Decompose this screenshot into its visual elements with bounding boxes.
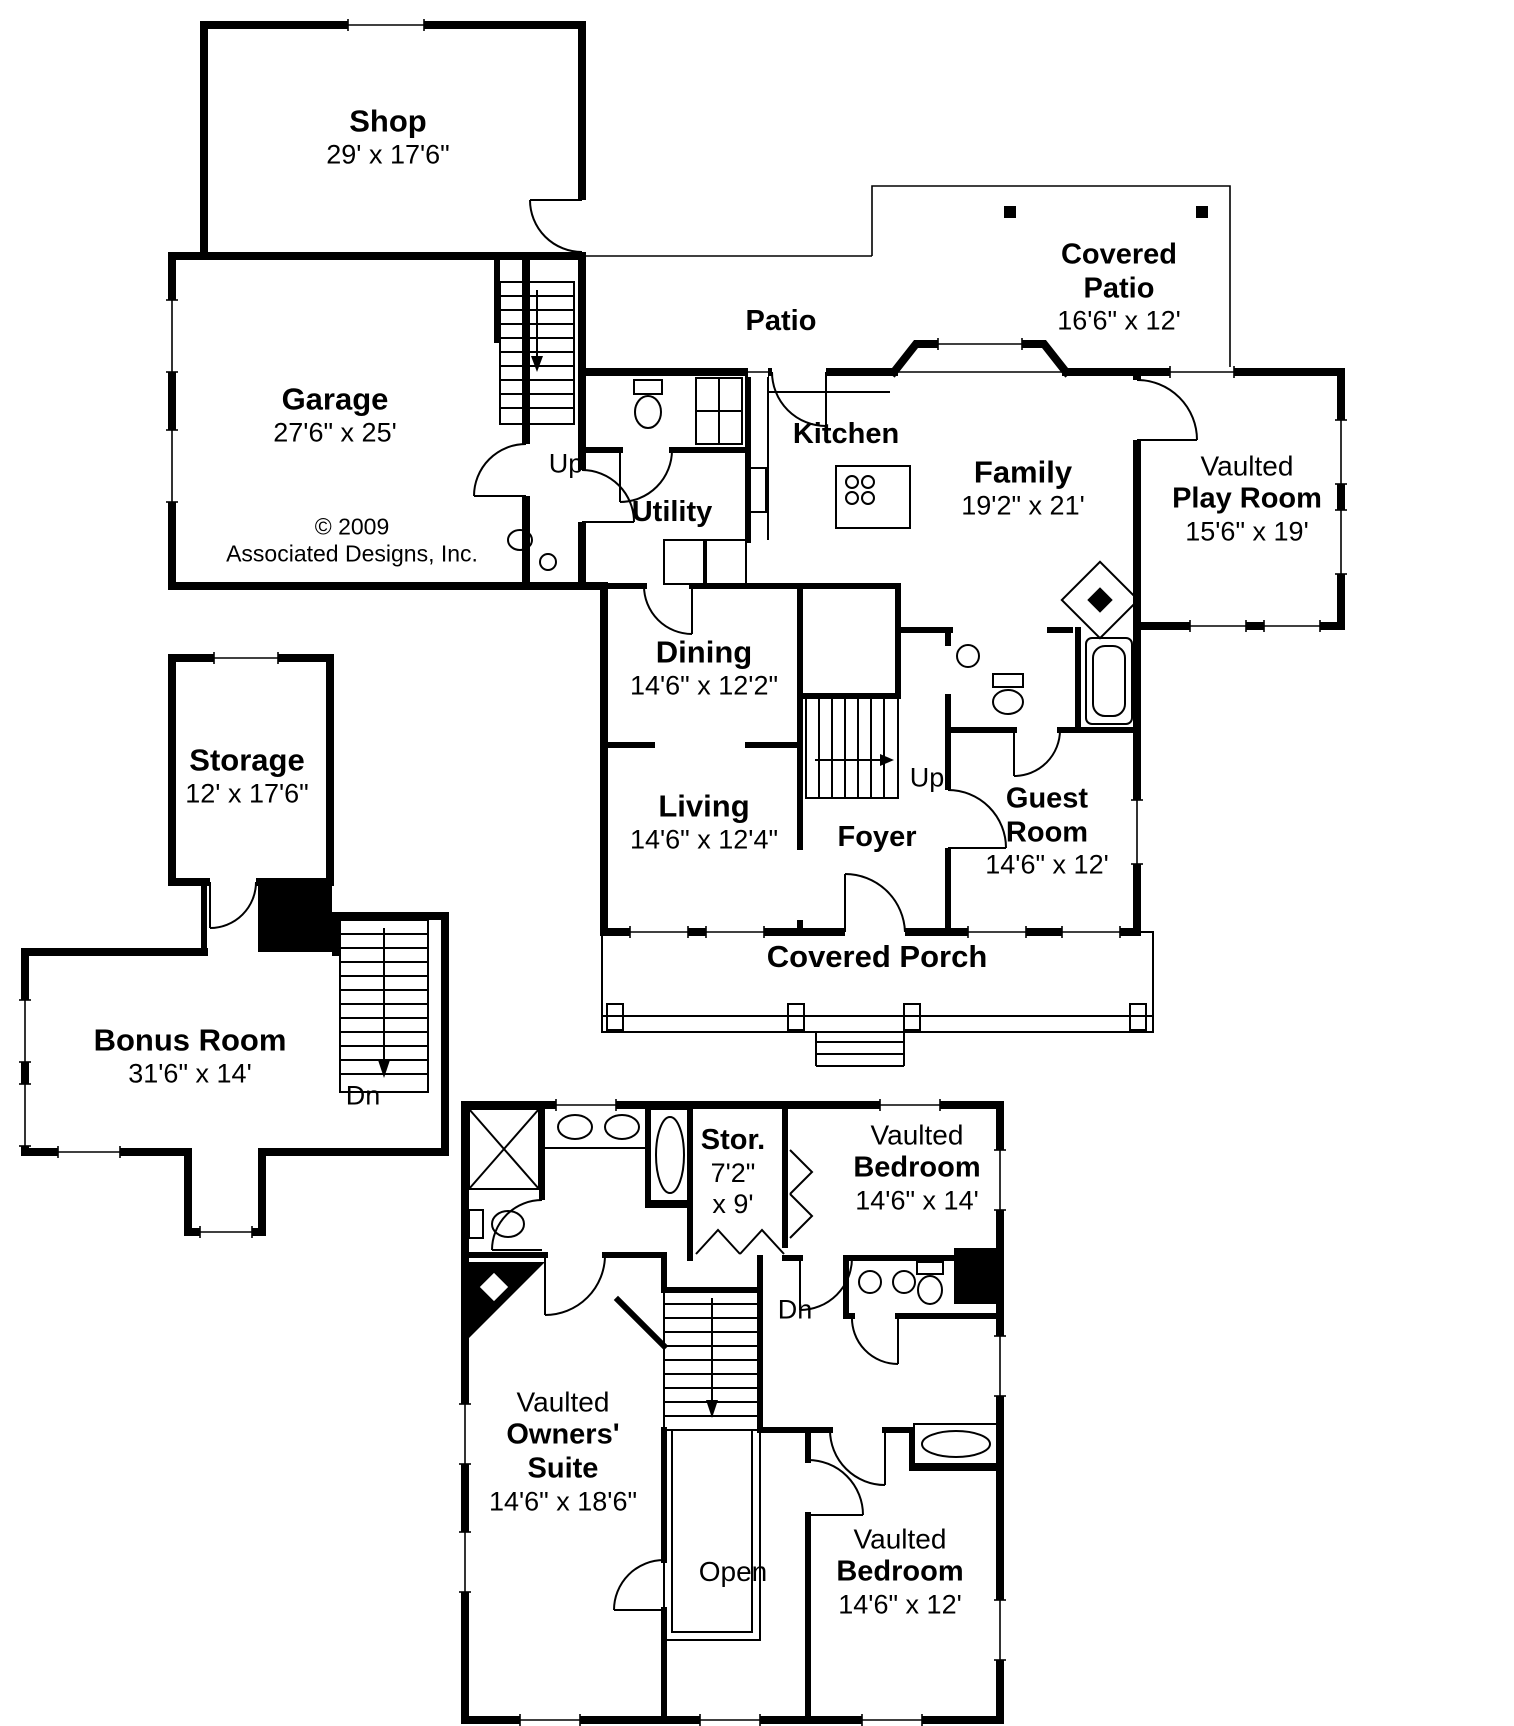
kitchen-island xyxy=(835,465,911,529)
bedroom-lower-label: Vaulted Bedroom 14'6" x 12' xyxy=(836,1523,964,1620)
sink-icon xyxy=(557,1114,593,1140)
sink-icon xyxy=(858,1270,882,1294)
sink-icon xyxy=(604,1114,640,1140)
railing xyxy=(663,1430,761,1641)
sink-icon xyxy=(956,644,980,668)
utility-fixtures xyxy=(507,529,747,585)
windows xyxy=(19,19,1347,1726)
toilet-tank-icon xyxy=(468,1209,484,1239)
fireplace-box xyxy=(479,1272,509,1302)
play-room-label: Vaulted Play Room 15'6" x 19' xyxy=(1172,450,1322,547)
porch-post xyxy=(1129,1003,1147,1031)
patio-post xyxy=(1004,206,1016,218)
toilet-icon xyxy=(491,1210,525,1238)
fireplace-icon xyxy=(1060,560,1140,640)
sink-icon xyxy=(539,553,557,571)
shop-dims: 29' x 17'6" xyxy=(326,139,450,170)
stairs-bonus xyxy=(339,919,429,1093)
guest-room-label: Guest Room 14'6" x 12' xyxy=(985,782,1109,880)
storage-label: Storage 12' x 17'6" xyxy=(185,742,309,809)
toilet-icon xyxy=(917,1275,943,1305)
garage-dims: 27'6" x 25' xyxy=(273,417,397,448)
porch-post xyxy=(903,1003,921,1031)
covered-patio-label: Covered Patio 16'6" x 12' xyxy=(1057,238,1181,336)
suite-angled-wall xyxy=(613,1295,669,1351)
bath-door-gap xyxy=(942,646,954,694)
tub-icon xyxy=(921,1430,991,1458)
covered-patio-outline xyxy=(871,185,1231,372)
up-label-garage: Up xyxy=(548,448,584,479)
foyer-label: Foyer xyxy=(837,821,917,854)
bath1-first-floor xyxy=(579,369,751,453)
utility-label: Utility xyxy=(631,496,713,529)
sink-icon xyxy=(749,467,767,513)
cooktop-icon xyxy=(845,475,859,489)
washer-icon xyxy=(663,539,705,585)
copyright-company: Associated Designs, Inc. xyxy=(226,540,478,566)
stairs-main xyxy=(805,697,899,799)
toilet-tank-icon xyxy=(992,673,1024,688)
patio-post xyxy=(1196,206,1208,218)
dryer-icon xyxy=(705,539,747,585)
stairs-garage xyxy=(494,253,575,425)
house-outline xyxy=(522,368,1345,936)
toilet-icon xyxy=(507,529,533,551)
toilet-tank-icon xyxy=(916,1261,944,1275)
tub-icon xyxy=(1085,637,1133,725)
sink-icon xyxy=(892,1270,916,1294)
chase-black-box xyxy=(954,1248,1000,1304)
toilet-icon xyxy=(992,689,1024,715)
toilet-icon xyxy=(634,395,662,429)
shop-name: Shop xyxy=(349,103,427,139)
chase-black-box xyxy=(258,884,332,952)
garage-label: Garage 27'6" x 25' xyxy=(273,381,396,448)
open-label: Open xyxy=(698,1555,768,1587)
porch-post xyxy=(787,1003,805,1031)
fireplace-icon xyxy=(469,1262,545,1338)
kitchen-fixtures xyxy=(745,372,911,543)
closet-bifold-icon xyxy=(789,1149,814,1239)
guest-bath-fixtures xyxy=(956,627,1133,733)
copyright-year: © 2009 xyxy=(314,513,390,540)
owners-bath-fixtures xyxy=(468,1102,693,1239)
up-label-main: Up xyxy=(909,762,945,793)
railing xyxy=(671,1430,753,1633)
copyright-label: © 2009 Associated Designs, Inc. xyxy=(226,513,478,566)
dining-label: Dining 14'6" x 12'2" xyxy=(629,634,779,701)
garage-outline xyxy=(168,252,530,590)
dn-label-upper: Dn xyxy=(777,1294,813,1325)
bonus-room-label: Bonus Room 31'6" x 14' xyxy=(93,1022,287,1089)
kitchen-label: Kitchen xyxy=(792,418,900,451)
dn-label-bonus: Dn xyxy=(345,1080,381,1111)
toilet-tank-icon xyxy=(633,379,663,395)
living-label: Living 14'6" x 12'4" xyxy=(629,788,779,855)
closet-outline xyxy=(797,583,901,699)
bedroom-upper-label: Vaulted Bedroom 14'6" x 14' xyxy=(853,1119,981,1216)
bifold-door-icon xyxy=(695,1228,785,1255)
doors xyxy=(209,199,1198,1611)
porch-post xyxy=(606,1003,624,1031)
family-label: Family 19'2" x 21' xyxy=(961,454,1085,521)
garage-name: Garage xyxy=(281,381,389,417)
shop-label: Shop 29' x 17'6" xyxy=(326,103,449,170)
upper-bath-fixtures xyxy=(843,1255,1003,1319)
tub-icon xyxy=(913,1423,999,1465)
owners-suite-label: Vaulted Owners' Suite 14'6" x 18'6" xyxy=(488,1386,638,1517)
covered-porch-label: Covered Porch xyxy=(766,939,988,975)
patio-label: Patio xyxy=(745,305,817,338)
stor-label: Stor. 7'2" x 9' xyxy=(700,1123,766,1219)
